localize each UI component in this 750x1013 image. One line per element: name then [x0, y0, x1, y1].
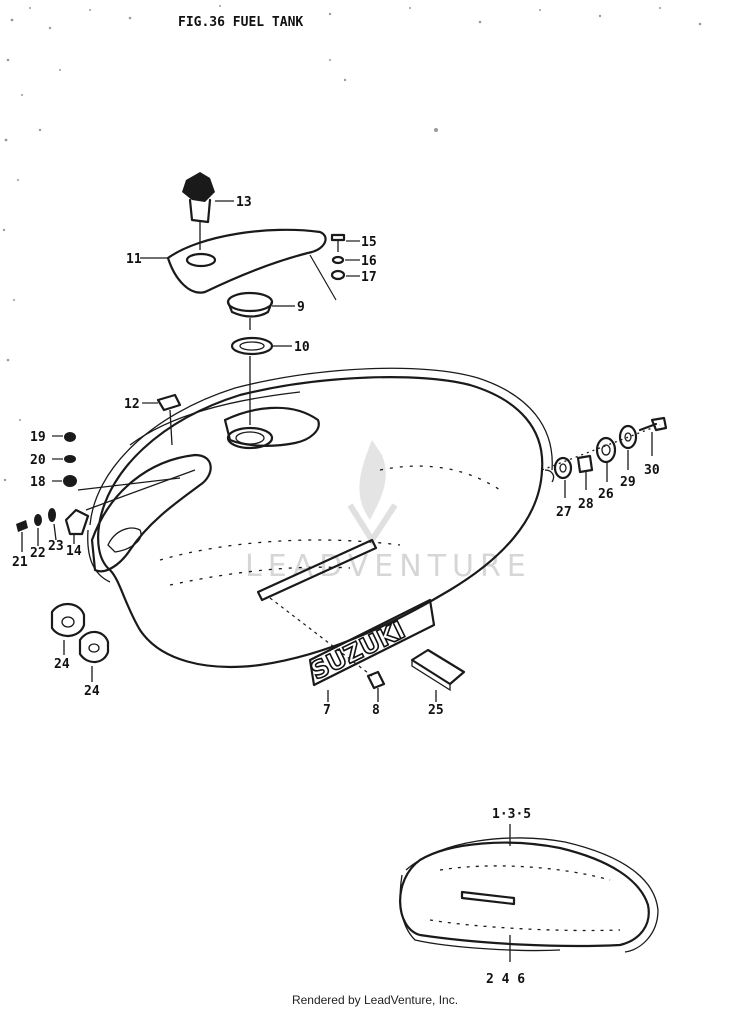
label-27: 27	[556, 505, 572, 520]
fasteners-18-23: 19 20 18 21 22 23 14	[12, 430, 196, 570]
label-8: 8	[372, 703, 380, 718]
scan-noise	[2, 5, 702, 482]
cap-cover-part-11: 11	[126, 228, 327, 294]
label-24b: 24	[84, 684, 100, 699]
label-13: 13	[236, 195, 252, 210]
label-29: 29	[620, 475, 636, 490]
label-17: 17	[361, 270, 377, 285]
label-2-4-6: 2 4 6	[486, 972, 525, 987]
tank-assembly: 1·3·5 2 4 6	[399, 807, 659, 987]
cushion-part-12: 12	[124, 393, 182, 446]
label-18: 18	[30, 475, 46, 490]
label-30: 30	[644, 463, 660, 478]
label-21: 21	[12, 555, 28, 570]
label-15: 15	[361, 235, 377, 250]
label-23: 23	[48, 539, 64, 554]
label-1-3-5: 1·3·5	[492, 807, 531, 822]
rear-mount-26-30: 27 28 26 29 30	[541, 416, 668, 520]
label-25: 25	[428, 703, 444, 718]
figure-title: FIG.36 FUEL TANK	[178, 15, 303, 30]
label-28: 28	[578, 497, 594, 512]
label-20: 20	[30, 453, 46, 468]
label-16: 16	[361, 254, 377, 269]
label-12: 12	[124, 397, 140, 412]
screw-part-8: 8	[366, 670, 386, 718]
label-7: 7	[323, 703, 331, 718]
label-24a: 24	[54, 657, 70, 672]
label-11: 11	[126, 252, 142, 267]
watermark: LEADVENTURE	[245, 440, 532, 584]
cushions-part-24: 24 24	[50, 603, 110, 699]
fuel-tank	[87, 367, 555, 669]
label-26: 26	[598, 487, 614, 502]
label-9: 9	[297, 300, 305, 315]
gasket-part-10: 10	[230, 336, 310, 425]
fuel-cap-key-part-13: 13	[182, 172, 252, 250]
block-part-25: 25	[410, 648, 466, 718]
label-22: 22	[30, 546, 46, 561]
footer-credit: Rendered by LeadVenture, Inc.	[291, 993, 459, 1007]
screw-washers-15-17: 15 16 17	[309, 233, 377, 301]
label-10: 10	[294, 340, 310, 355]
watermark-text: LEADVENTURE	[245, 549, 532, 584]
label-19: 19	[30, 430, 46, 445]
label-14: 14	[66, 544, 82, 559]
cap-part-9: 9	[226, 291, 305, 330]
